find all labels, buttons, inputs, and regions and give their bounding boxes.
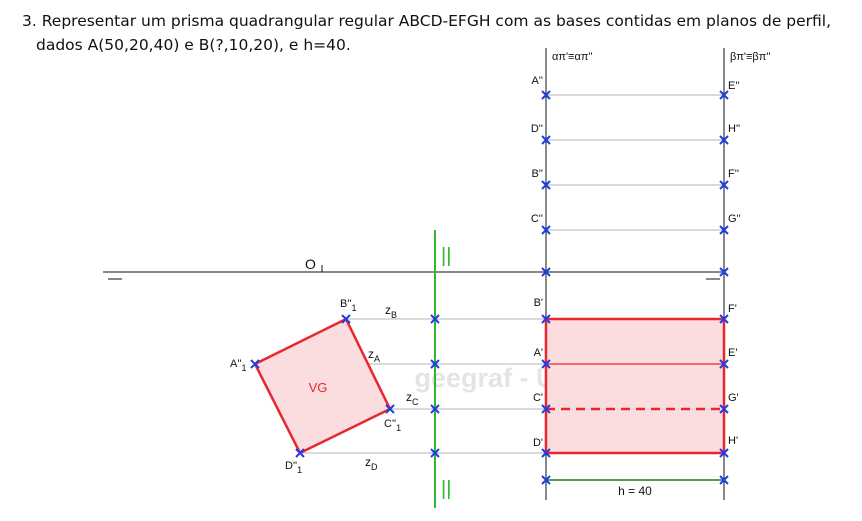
marker-beta-axis bbox=[719, 267, 729, 277]
label-z-c: zC bbox=[406, 390, 419, 407]
marker-a-fold bbox=[430, 359, 440, 369]
marker-b1 bbox=[341, 314, 351, 324]
label-z-b: zB bbox=[385, 303, 397, 320]
label-z-a: zA bbox=[368, 347, 380, 364]
marker-f-vertical bbox=[719, 180, 729, 190]
label-b-vertical: B'' bbox=[531, 168, 543, 180]
label-c1: C''1 bbox=[384, 418, 401, 433]
marker-g-horizontal bbox=[719, 404, 729, 414]
true-view-label: VG bbox=[309, 380, 328, 395]
marker-c-vertical bbox=[541, 225, 551, 235]
marker-g-vertical bbox=[719, 225, 729, 235]
plane-beta-label: βπ'≡βπ'' bbox=[730, 51, 771, 63]
marker-b-fold bbox=[430, 314, 440, 324]
marker-h-vertical bbox=[719, 135, 729, 145]
marker-b-horizontal bbox=[541, 314, 551, 324]
parallel-mark-bottom: || bbox=[441, 478, 451, 500]
marker-a1 bbox=[250, 359, 260, 369]
prism-horizontal-projection-fill bbox=[546, 319, 724, 453]
marker-dim-left bbox=[541, 475, 551, 485]
plane-alpha-label: απ'≡απ'' bbox=[552, 51, 593, 63]
label-h-vertical: H'' bbox=[728, 123, 740, 135]
origin-label: O bbox=[305, 256, 316, 272]
exercise-statement: 3. Representar um prisma quadrangular re… bbox=[22, 9, 858, 57]
horizontal-projection-labels: B' A' C' D' F' E' G' H' bbox=[533, 297, 739, 449]
marker-d1 bbox=[295, 448, 305, 458]
marker-b-vertical bbox=[541, 180, 551, 190]
true-view-vertex-labels: B''1 A''1 C''1 D''1 bbox=[230, 298, 401, 475]
marker-c1 bbox=[385, 404, 395, 414]
label-b1: B''1 bbox=[340, 298, 357, 313]
label-h-horizontal: H' bbox=[728, 435, 738, 447]
label-f-horizontal: F' bbox=[728, 303, 737, 315]
z-labels: zB zA zC zD bbox=[365, 303, 419, 472]
label-a1: A''1 bbox=[230, 358, 247, 373]
marker-e-horizontal bbox=[719, 359, 729, 369]
point-markers bbox=[250, 90, 729, 485]
label-a-vertical: A'' bbox=[531, 75, 543, 87]
label-f-vertical: F'' bbox=[728, 168, 739, 180]
label-z-d: zD bbox=[365, 455, 378, 472]
height-label: h = 40 bbox=[618, 484, 652, 498]
statement-line-1: 3. Representar um prisma quadrangular re… bbox=[22, 12, 832, 30]
statement-line-2: dados A(50,20,40) e B(?,10,20), e h=40. bbox=[36, 36, 351, 54]
marker-h-horizontal bbox=[719, 448, 729, 458]
marker-a-horizontal bbox=[541, 359, 551, 369]
label-g-horizontal: G' bbox=[728, 392, 739, 404]
marker-c-horizontal bbox=[541, 404, 551, 414]
label-e-horizontal: E' bbox=[728, 347, 737, 359]
marker-c-fold bbox=[430, 404, 440, 414]
marker-d-fold bbox=[430, 448, 440, 458]
label-c-vertical: C'' bbox=[531, 213, 543, 225]
marker-e-vertical bbox=[719, 90, 729, 100]
parallel-mark-top: || bbox=[441, 245, 451, 267]
marker-dim-right bbox=[719, 475, 729, 485]
marker-alpha-axis bbox=[541, 267, 551, 277]
vertical-projection-lines bbox=[546, 94, 724, 231]
label-d-vertical: D'' bbox=[531, 123, 543, 135]
label-g-vertical: G'' bbox=[728, 213, 741, 225]
label-b-horizontal: B' bbox=[534, 297, 543, 309]
marker-d-vertical bbox=[541, 135, 551, 145]
label-e-vertical: E'' bbox=[728, 80, 740, 92]
label-d1: D''1 bbox=[285, 460, 302, 475]
vertical-projection-labels: A'' D'' B'' C'' E'' H'' F'' G'' bbox=[531, 75, 741, 225]
label-d-horizontal: D' bbox=[533, 437, 543, 449]
marker-d-horizontal bbox=[541, 448, 551, 458]
label-a-horizontal: A' bbox=[534, 347, 543, 359]
marker-f-horizontal bbox=[719, 314, 729, 324]
label-c-horizontal: C' bbox=[533, 392, 543, 404]
marker-a-vertical bbox=[541, 90, 551, 100]
